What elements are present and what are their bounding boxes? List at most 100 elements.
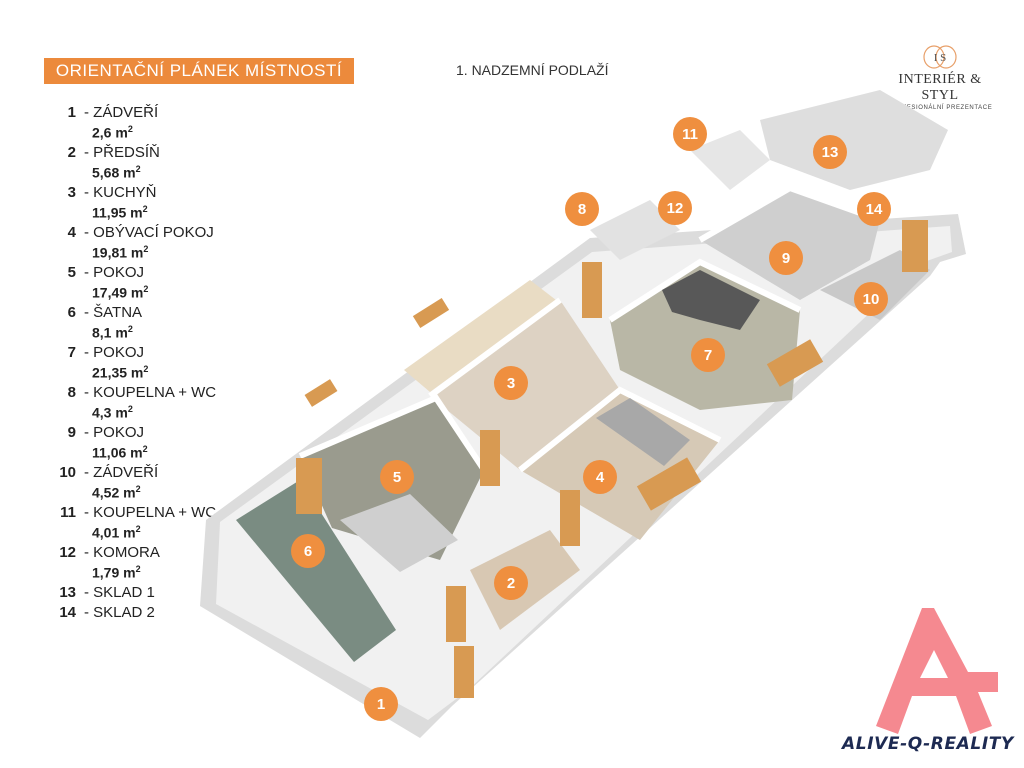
legend-num: 9	[67, 424, 76, 441]
legend-item-5: 5 - POKOJ 17,49 m2	[58, 264, 278, 304]
legend-item-11: 11 - KOUPELNA + WC 4,01 m2	[58, 504, 278, 544]
room-13-floor	[760, 90, 948, 190]
legend-item-13: 13 - SKLAD 1	[58, 584, 278, 604]
legend-name: - POKOJ	[84, 424, 145, 441]
legend-area: 11,95 m2	[92, 204, 148, 221]
legend-item-6: 6 - ŠATNA 8,1 m2	[58, 304, 278, 344]
legend-area: 1,79 m2	[92, 564, 141, 581]
legend-name: - KOMORA	[84, 544, 160, 561]
room-badge-13: 13	[813, 135, 847, 169]
door	[296, 458, 322, 514]
legend-num: 10	[59, 464, 76, 481]
room-badge-2: 2	[494, 566, 528, 600]
room-badge-8: 8	[565, 192, 599, 226]
svg-text:6: 6	[304, 543, 312, 560]
interior-walls	[298, 394, 487, 472]
room-badge-5: 5	[380, 460, 414, 494]
room-8-floor	[590, 200, 680, 260]
legend-num: 13	[59, 584, 76, 601]
legend-num: 6	[67, 304, 76, 321]
legend-name: - ZÁDVEŘÍ	[84, 104, 159, 121]
window	[304, 379, 338, 407]
legend-num: 12	[59, 544, 76, 561]
sofa-room-4	[596, 398, 690, 466]
legend-name: - KOUPELNA + WC	[84, 504, 217, 521]
svg-text:2: 2	[507, 575, 515, 592]
kitchen-counter	[404, 280, 556, 392]
window	[766, 339, 824, 387]
legend-item-7: 7 - POKOJ 21,35 m2	[58, 344, 278, 384]
legend-item-14: 14 - SKLAD 2	[58, 604, 278, 624]
legend-item-10: 10 - ZÁDVEŘÍ 4,52 m2	[58, 464, 278, 504]
legend-name: - OBÝVACÍ POKOJ	[84, 224, 214, 241]
room-11-floor	[690, 130, 770, 190]
monogram-icon: I S	[917, 44, 963, 70]
legend-name: - ZÁDVEŘÍ	[84, 464, 159, 481]
room-badge-14: 14	[857, 192, 891, 226]
room-badge-6: 6	[291, 534, 325, 568]
room-badge-10: 10	[854, 282, 888, 316]
svg-text:I S: I S	[934, 52, 947, 64]
legend-area: 8,1 m2	[92, 324, 133, 341]
svg-text:8: 8	[578, 201, 586, 218]
room-badge-4: 4	[583, 460, 617, 494]
room-badge-12: 12	[658, 191, 692, 225]
legend-num: 1	[67, 104, 76, 121]
legend-name: - KOUPELNA + WC	[84, 384, 217, 401]
legend-item-1: 1 - ZÁDVEŘÍ 2,6 m2	[58, 104, 278, 144]
svg-text:11: 11	[682, 126, 698, 143]
legend-area: 4,52 m2	[92, 484, 141, 501]
door	[582, 262, 602, 318]
window	[636, 457, 702, 511]
door	[446, 586, 466, 642]
door	[454, 646, 474, 698]
legend-area: 17,49 m2	[92, 284, 149, 301]
legend-item-9: 9 - POKOJ 11,06 m2	[58, 424, 278, 464]
door	[902, 220, 928, 272]
legend-num: 5	[67, 264, 76, 281]
legend-area: 11,06 m2	[92, 444, 148, 461]
room-badge-7: 7	[691, 338, 725, 372]
plan-title-banner: ORIENTAČNÍ PLÁNEK MÍSTNOSTÍ	[44, 58, 354, 84]
legend-area: 4,3 m2	[92, 404, 133, 421]
svg-text:5: 5	[393, 469, 401, 486]
legend-item-3: 3 - KUCHYŇ 11,95 m2	[58, 184, 278, 224]
room-badge-11: 11	[673, 117, 707, 151]
svg-text:7: 7	[704, 347, 712, 364]
legend-name: - POKOJ	[84, 264, 145, 281]
floor-title: 1. NADZEMNÍ PODLAŽÍ	[456, 62, 609, 78]
svg-text:14: 14	[866, 201, 883, 218]
legend-name: - ŠATNA	[84, 304, 143, 321]
svg-text:4: 4	[596, 469, 605, 486]
legend-num: 3	[67, 184, 76, 201]
legend-item-4: 4 - OBÝVACÍ POKOJ 19,81 m2	[58, 224, 278, 264]
legend-area: 4,01 m2	[92, 524, 141, 541]
svg-text:9: 9	[782, 250, 790, 267]
legend-num: 14	[59, 604, 76, 621]
legend-num: 11	[60, 504, 76, 521]
brand-name: INTERIÉR & STYL	[898, 72, 982, 103]
window	[412, 298, 450, 328]
legend-item-8: 8 - KOUPELNA + WC 4,3 m2	[58, 384, 278, 424]
door	[480, 430, 500, 486]
legend-area: 19,81 m2	[92, 244, 149, 261]
legend-item-2: 2 - PŘEDSÍŇ 5,68 m2	[58, 144, 278, 184]
room-badge-1: 1	[364, 687, 398, 721]
legend-name: - SKLAD 1	[84, 584, 155, 601]
legend-num: 2	[67, 144, 76, 161]
bed-room-5	[340, 494, 458, 572]
room-badge-3: 3	[494, 366, 528, 400]
legend-area: 2,6 m2	[92, 124, 133, 141]
legend-name: - SKLAD 2	[84, 604, 155, 621]
legend-num: 4	[67, 224, 76, 241]
room-legend: 1 - ZÁDVEŘÍ 2,6 m2 2 - PŘEDSÍŇ 5,68 m2 3…	[58, 104, 278, 624]
watermark-text: ALIVE-Q-REALITY	[842, 734, 1014, 754]
door	[560, 490, 580, 546]
legend-item-12: 12 - KOMORA 1,79 m2	[58, 544, 278, 584]
legend-area: 21,35 m2	[92, 364, 149, 381]
room-6-floor	[236, 480, 396, 662]
svg-text:13: 13	[822, 144, 839, 161]
room-badge-9: 9	[769, 241, 803, 275]
legend-name: - KUCHYŇ	[84, 184, 157, 201]
